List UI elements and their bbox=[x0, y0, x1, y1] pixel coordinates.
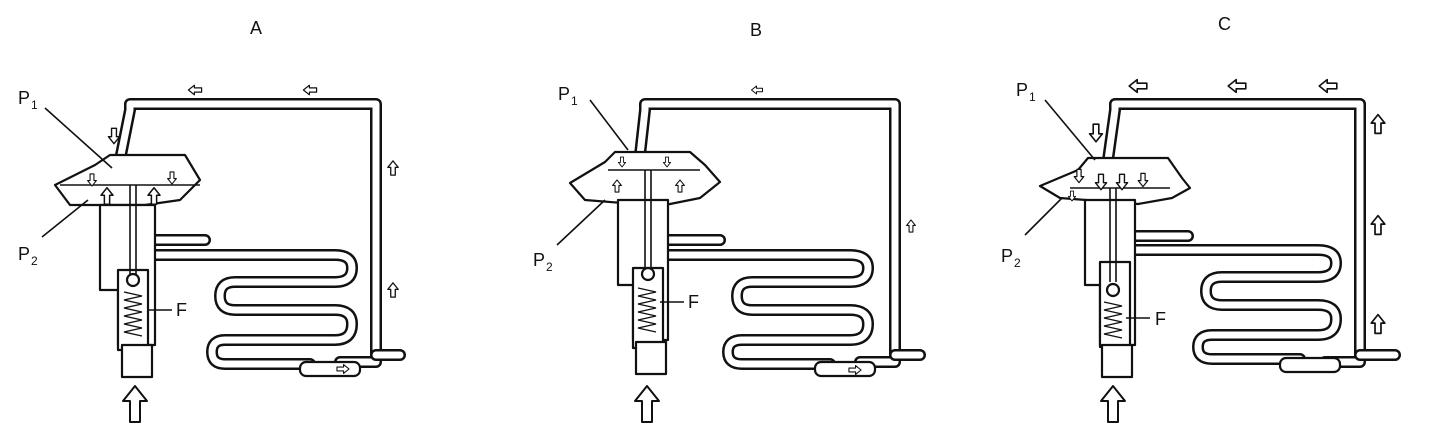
p2-subscript: 2 bbox=[31, 254, 38, 268]
flow-arrow-icon bbox=[187, 84, 399, 374]
p2-subscript: 2 bbox=[1014, 256, 1021, 270]
inlet-arrow-icon bbox=[122, 385, 148, 423]
spring bbox=[1103, 301, 1123, 339]
p1-label: P bbox=[1016, 80, 1028, 100]
f-label: F bbox=[176, 300, 187, 320]
panel-a: A bbox=[18, 18, 406, 423]
p1-subscript: 1 bbox=[1029, 90, 1036, 104]
spring bbox=[123, 291, 143, 337]
panel-b: B bbox=[533, 20, 926, 423]
panel-title: B bbox=[750, 20, 762, 40]
panel-title: A bbox=[250, 18, 262, 38]
f-label: F bbox=[1155, 309, 1166, 329]
valve-body bbox=[53, 153, 202, 379]
inlet-arrow-icon bbox=[634, 385, 660, 423]
flow-arrow-icon bbox=[1128, 78, 1386, 335]
panel-c: C bbox=[1001, 14, 1401, 423]
valve-body bbox=[1038, 156, 1192, 379]
p2-subscript: 2 bbox=[546, 260, 553, 274]
p2-label: P bbox=[1001, 246, 1013, 266]
p2-label: P bbox=[18, 244, 30, 264]
p1-label: P bbox=[18, 88, 30, 108]
pipe-loop bbox=[634, 98, 926, 378]
pipe-loop bbox=[114, 98, 406, 378]
p1-subscript: 1 bbox=[31, 98, 38, 112]
f-label: F bbox=[688, 292, 699, 312]
inlet-arrow-icon bbox=[1100, 385, 1126, 423]
spring bbox=[637, 287, 657, 333]
p2-label: P bbox=[533, 250, 545, 270]
p1-subscript: 1 bbox=[571, 94, 578, 108]
valve-body bbox=[568, 150, 722, 376]
p1-label: P bbox=[558, 84, 570, 104]
pipe-loop bbox=[1102, 98, 1401, 374]
panel-title: C bbox=[1218, 14, 1231, 34]
